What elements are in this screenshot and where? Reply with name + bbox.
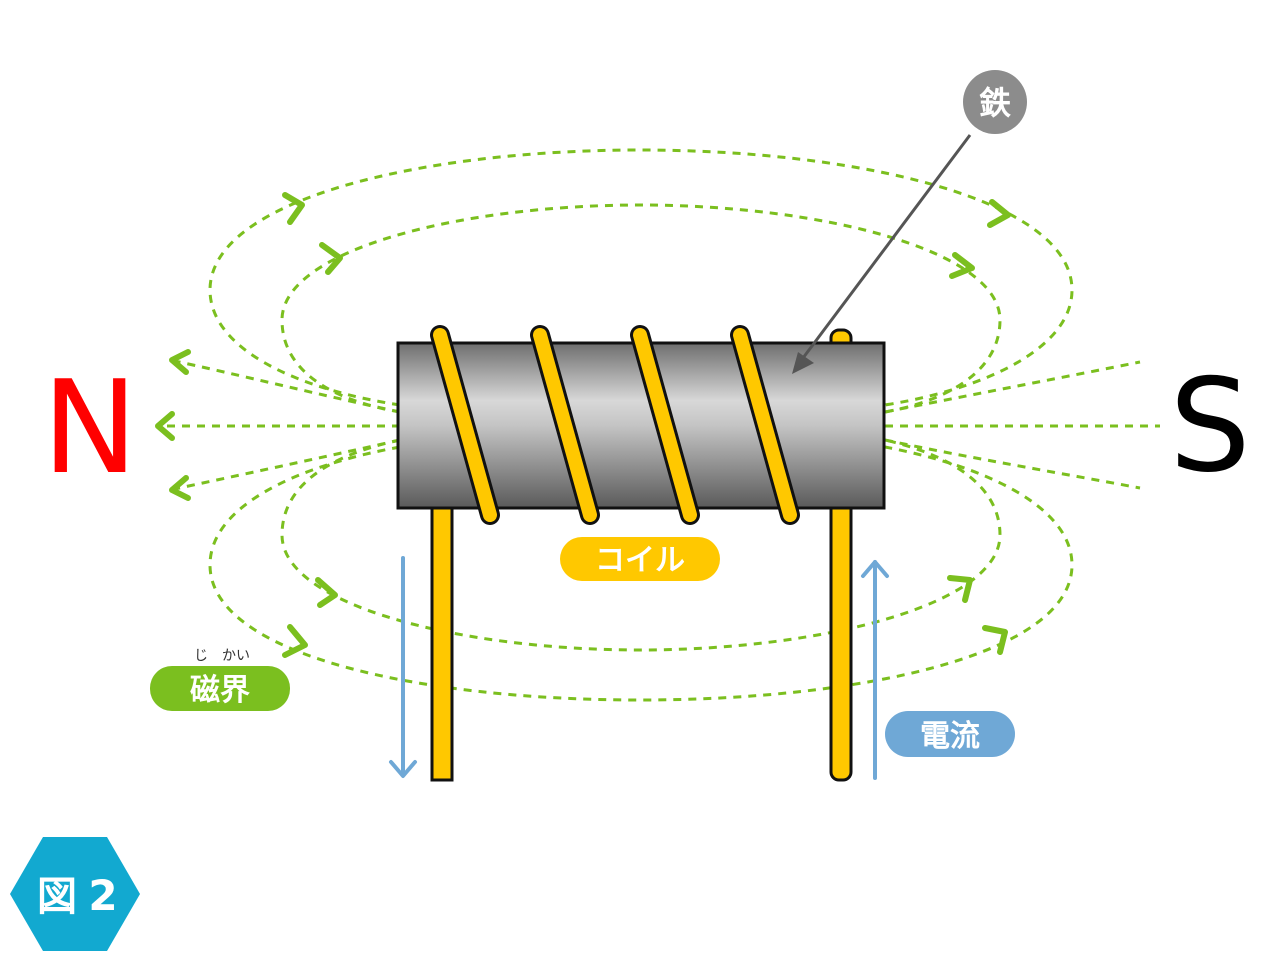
current-label: 電流 [920,719,980,754]
arrow-top-left-outer [282,192,305,225]
south-pole-label: S [1169,352,1250,501]
coil-lead-left [430,506,454,782]
coil-winding-3 [630,325,700,525]
arrow-bottom-right-inner [947,575,973,603]
arrow-bottom-left-outer [282,624,308,658]
arrow-top-right-outer [987,199,1011,228]
magnetic-field-lines [160,148,1160,702]
field-line-right-lower [884,438,1141,490]
iron-badge [963,70,1027,134]
arrow-top-left-inner [319,242,343,275]
figure-badge [10,837,140,951]
field-loop-inner-top [280,203,1002,414]
current-arrow-down-head [389,760,417,778]
field-arrowheads [155,192,1011,658]
iron-label: 鉄 [979,84,1011,122]
figure-number: 2 [88,871,117,920]
field-loop-outer-top [208,148,1074,407]
field-loop-inner-bottom [280,438,1002,652]
coil-winding-4 [730,325,800,525]
coil-windings [430,325,800,525]
north-pole-label: N [42,354,138,503]
arrow-left-upper [169,349,191,375]
arrow-top-right-inner [949,252,975,279]
magnetic-field-label-badge [150,666,290,711]
arrow-bottom-right-outer [982,625,1008,655]
field-line-right-upper [884,360,1141,414]
arrow-left-middle [155,411,175,441]
coil-label: コイル [595,543,685,578]
coil-winding-1 [430,325,500,525]
magnetic-field-label: 磁界 [190,673,250,708]
arrow-left-lower [169,475,191,501]
field-line-left-upper [169,358,401,414]
iron-pointer [792,134,972,374]
current-arrows [389,556,889,780]
field-loop-outer-bottom [208,445,1074,702]
coil-label-badge [560,537,720,581]
figure-label: 図 [37,874,77,920]
arrow-bottom-left-inner [315,577,338,608]
coil-winding-2 [530,325,600,525]
current-arrow-up-head [861,560,889,578]
magnetic-field-ruby: じ かい [194,648,250,664]
field-line-left-lower [169,438,401,492]
current-label-badge [885,711,1015,757]
